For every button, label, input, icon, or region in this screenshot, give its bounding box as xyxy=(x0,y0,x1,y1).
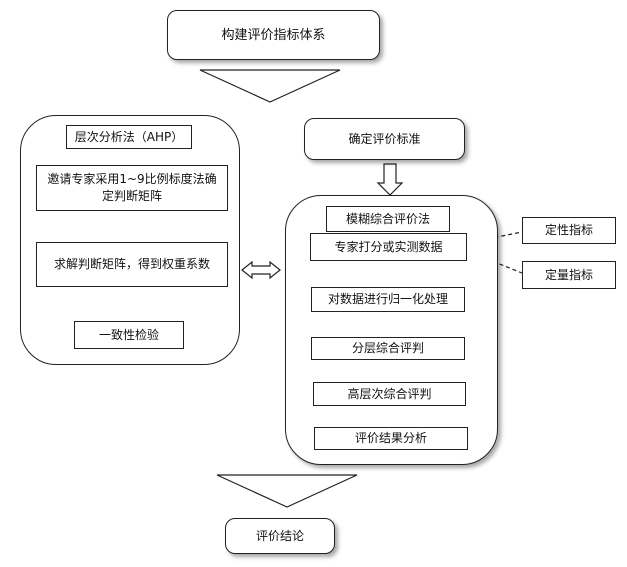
qualitative-indicator: 定性指标 xyxy=(544,223,593,237)
fuzzy-step3-box: 分层综合评判 xyxy=(311,337,465,360)
conclusion-box: 评价结论 xyxy=(225,518,335,554)
quantitative-indicator-box: 定量指标 xyxy=(522,261,616,289)
fuzzy-step4-box: 高层次综合评判 xyxy=(313,382,466,406)
qualitative-indicator-box: 定性指标 xyxy=(522,217,616,244)
hollow-down-arrow xyxy=(376,163,404,196)
ahp-step2-box: 求解判断矩阵，得到权重系数 xyxy=(36,242,228,287)
ahp-step1-box: 邀请专家采用1~9比例标度法确定判断矩阵 xyxy=(36,165,228,211)
fuzzy-step3: 分层综合评判 xyxy=(351,341,424,355)
fuzzy-step5-box: 评价结果分析 xyxy=(314,427,468,450)
down-triangle-top xyxy=(199,69,341,103)
fuzzy-header-box: 模糊综合评价法 xyxy=(326,206,450,232)
top-title: 构建评价指标体系 xyxy=(221,27,326,43)
ahp-step2: 求解判断矩阵，得到权重系数 xyxy=(53,257,210,271)
hollow-double-arrow xyxy=(241,260,281,280)
criteria-box: 确定评价标准 xyxy=(304,118,465,160)
fuzzy-header: 模糊综合评价法 xyxy=(345,211,430,226)
fuzzy-step1-box: 专家打分或实测数据 xyxy=(310,233,467,261)
fuzzy-step2-box: 对数据进行归一化处理 xyxy=(311,287,465,312)
conclusion-label: 评价结论 xyxy=(255,528,304,543)
top-title-box: 构建评价指标体系 xyxy=(167,10,380,60)
ahp-step3: 一致性检验 xyxy=(98,327,159,342)
criteria-label: 确定评价标准 xyxy=(348,131,421,146)
fuzzy-step2: 对数据进行归一化处理 xyxy=(327,292,448,306)
ahp-step3-box: 一致性检验 xyxy=(74,321,184,349)
fuzzy-step5: 评价结果分析 xyxy=(354,431,427,445)
ahp-header-box: 层次分析法（AHP） xyxy=(66,125,192,149)
fuzzy-step4: 高层次综合评判 xyxy=(347,386,432,401)
ahp-header: 层次分析法（AHP） xyxy=(74,129,184,144)
quantitative-indicator: 定量指标 xyxy=(544,267,593,282)
fuzzy-step1: 专家打分或实测数据 xyxy=(334,239,443,254)
down-triangle-bottom xyxy=(216,474,358,508)
ahp-step1: 邀请专家采用1~9比例标度法确定判断矩阵 xyxy=(47,172,217,203)
